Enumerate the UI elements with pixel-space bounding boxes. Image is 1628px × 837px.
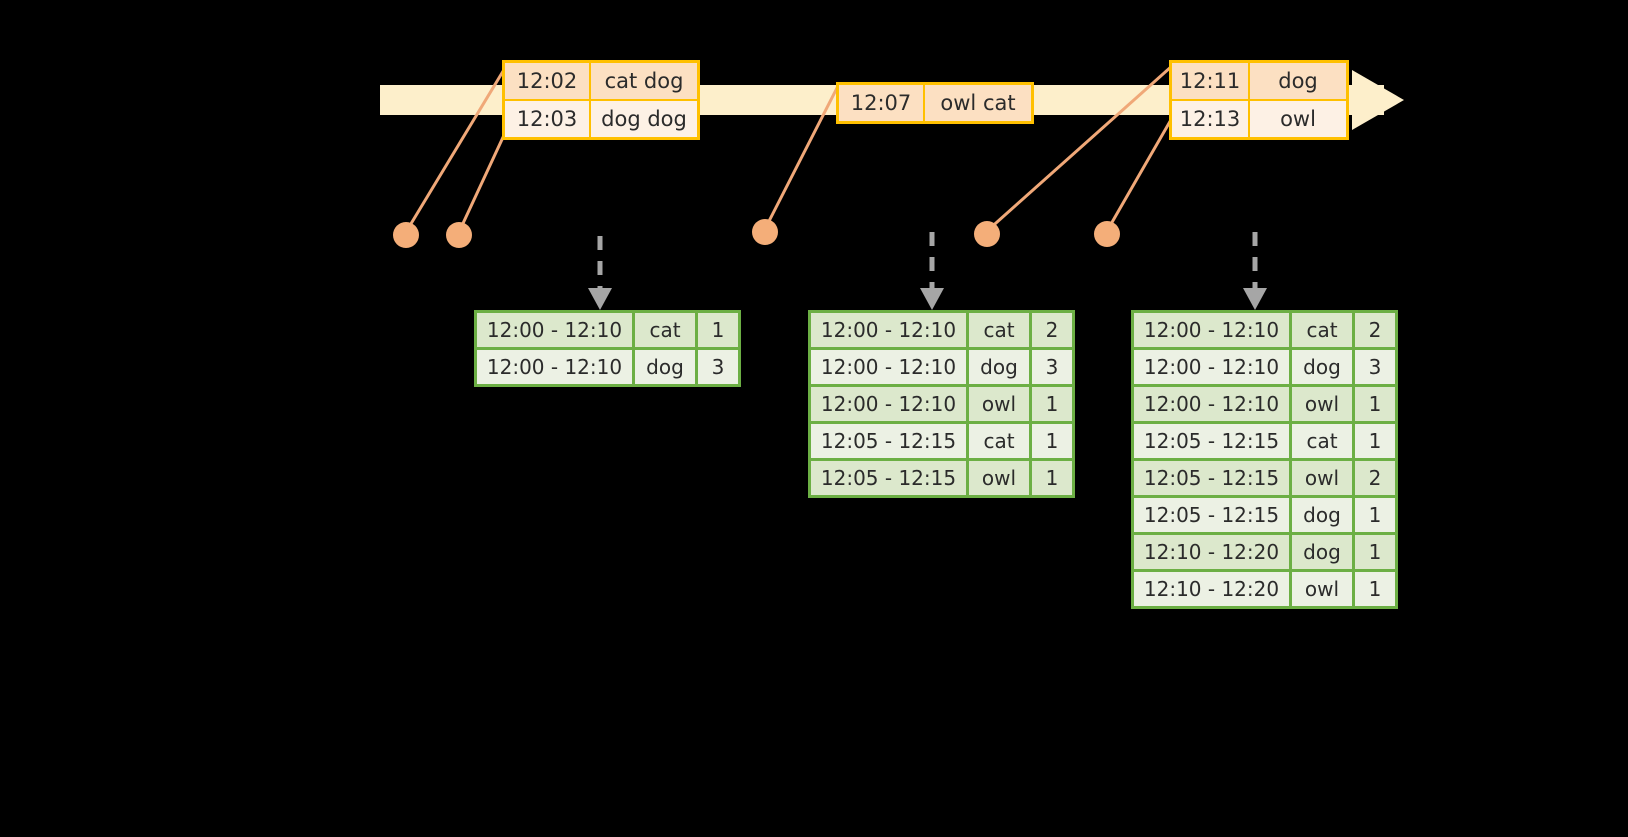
cell-word: owl	[969, 387, 1029, 421]
cell-word: cat	[969, 313, 1029, 347]
cell-word: cat	[969, 424, 1029, 458]
event-row[interactable]: 12:11 dog	[1172, 63, 1346, 99]
cell-word: cat	[1292, 424, 1352, 458]
cell-word: owl	[1292, 461, 1352, 495]
event-time: 12:07	[839, 85, 923, 121]
cell-word: cat	[1292, 313, 1352, 347]
cell-count: 1	[1355, 424, 1395, 458]
cell-window: 12:10 - 12:20	[1134, 572, 1289, 606]
cell-window: 12:05 - 12:15	[811, 424, 966, 458]
cell-count: 1	[1355, 572, 1395, 606]
cell-word: owl	[1292, 572, 1352, 606]
trigger-dot-5	[1094, 221, 1120, 247]
cell-count: 1	[1032, 424, 1072, 458]
cell-window: 12:00 - 12:10	[811, 350, 966, 384]
cell-count: 3	[1355, 350, 1395, 384]
cell-word: dog	[635, 350, 695, 384]
cell-count: 1	[1355, 498, 1395, 532]
cell-count: 3	[698, 350, 738, 384]
cell-word: dog	[1292, 535, 1352, 569]
cell-word: dog	[969, 350, 1029, 384]
event-group-1[interactable]: 12:02 cat dog 12:03 dog dog	[502, 60, 700, 140]
cell-count: 1	[1355, 387, 1395, 421]
cell-word: dog	[1292, 350, 1352, 384]
cell-window: 12:00 - 12:10	[1134, 387, 1289, 421]
cell-count: 2	[1355, 461, 1395, 495]
event-group-3[interactable]: 12:11 dog 12:13 owl	[1169, 60, 1349, 140]
cell-word: cat	[635, 313, 695, 347]
event-row[interactable]: 12:02 cat dog	[505, 63, 697, 99]
cell-word: dog	[1292, 498, 1352, 532]
event-time: 12:03	[505, 101, 589, 137]
cell-count: 3	[1032, 350, 1072, 384]
cell-window: 12:00 - 12:10	[477, 313, 632, 347]
cell-count: 1	[1032, 461, 1072, 495]
event-words: dog	[1250, 63, 1346, 99]
cell-count: 2	[1032, 313, 1072, 347]
cell-count: 1	[1032, 387, 1072, 421]
event-row[interactable]: 12:07 owl cat	[839, 85, 1031, 121]
cell-window: 12:05 - 12:15	[1134, 461, 1289, 495]
event-row[interactable]: 12:13 owl	[1172, 101, 1346, 137]
cell-word: owl	[1292, 387, 1352, 421]
cell-window: 12:05 - 12:15	[811, 461, 966, 495]
cell-count: 2	[1355, 313, 1395, 347]
cell-window: 12:00 - 12:10	[811, 387, 966, 421]
cell-window: 12:05 - 12:15	[1134, 424, 1289, 458]
event-time: 12:02	[505, 63, 589, 99]
event-time: 12:13	[1172, 101, 1248, 137]
event-words: dog dog	[591, 101, 697, 137]
cell-count: 1	[698, 313, 738, 347]
trigger-dot-3	[752, 219, 778, 245]
cell-window: 12:05 - 12:15	[1134, 498, 1289, 532]
trigger-dot-1	[393, 222, 419, 248]
trigger-dot-4	[974, 221, 1000, 247]
cell-word: owl	[969, 461, 1029, 495]
cell-window: 12:00 - 12:10	[1134, 313, 1289, 347]
event-time: 12:11	[1172, 63, 1248, 99]
event-words: cat dog	[591, 63, 697, 99]
trigger-dots	[393, 219, 1120, 248]
cell-window: 12:00 - 12:10	[477, 350, 632, 384]
event-row[interactable]: 12:03 dog dog	[505, 101, 697, 137]
cell-window: 12:00 - 12:10	[1134, 350, 1289, 384]
table-arrow-heads	[588, 288, 1267, 310]
event-words: owl cat	[925, 85, 1031, 121]
event-words: owl	[1250, 101, 1346, 137]
cell-window: 12:00 - 12:10	[811, 313, 966, 347]
trigger-dot-2	[446, 222, 472, 248]
event-group-2[interactable]: 12:07 owl cat	[836, 82, 1034, 124]
table-arrows	[597, 232, 1258, 292]
cell-count: 1	[1355, 535, 1395, 569]
cell-window: 12:10 - 12:20	[1134, 535, 1289, 569]
